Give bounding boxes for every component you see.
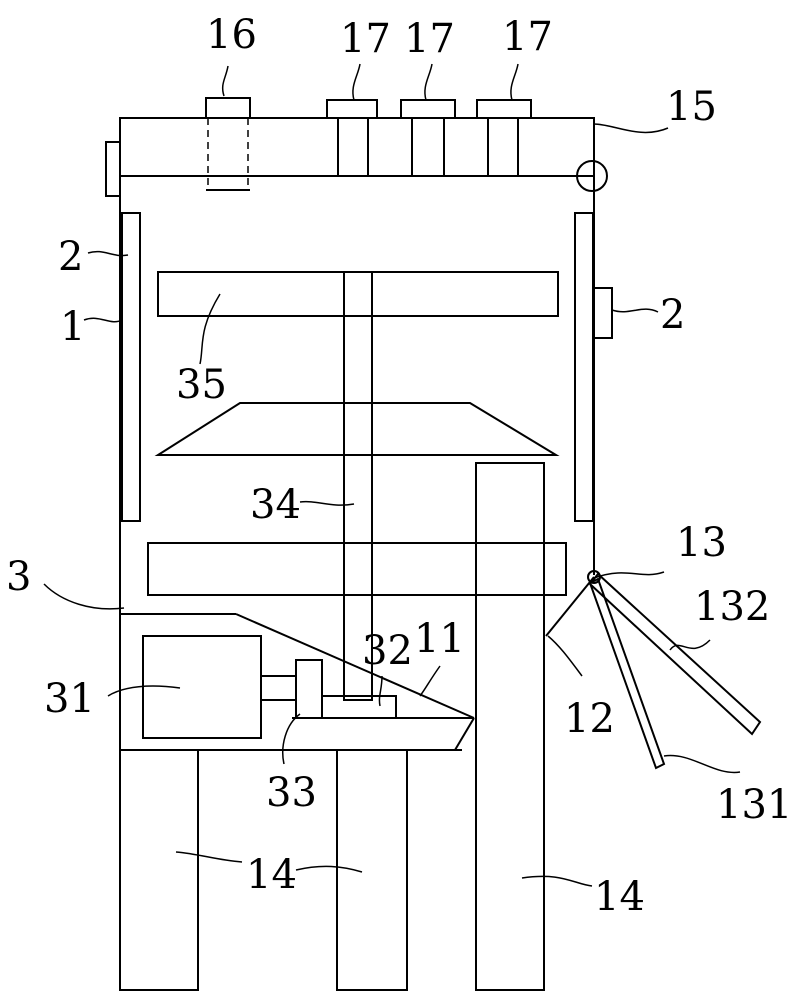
label-baffle: 12 bbox=[564, 696, 615, 742]
label-top-cover: 15 bbox=[666, 84, 717, 130]
port-row bbox=[326, 99, 532, 176]
label-coupling: 33 bbox=[266, 770, 317, 816]
coupling bbox=[261, 659, 323, 719]
label-window-right: 2 bbox=[660, 292, 685, 338]
label-window-left: 2 bbox=[58, 234, 83, 280]
blade-trapezoid bbox=[154, 402, 560, 456]
inlet-pipe bbox=[205, 97, 251, 191]
leg-middle bbox=[336, 749, 408, 991]
leg-right bbox=[475, 462, 545, 991]
label-port-b: 17 bbox=[404, 16, 455, 62]
label-gearbox: 32 bbox=[362, 628, 413, 674]
leader-lines bbox=[43, 63, 741, 887]
label-door-plate: 132 bbox=[694, 584, 770, 630]
leg-left bbox=[119, 749, 199, 991]
shaft bbox=[343, 271, 373, 701]
motor bbox=[142, 635, 262, 739]
label-door: 13 bbox=[676, 520, 727, 566]
top-cover bbox=[105, 117, 608, 197]
gearbox bbox=[321, 695, 397, 719]
label-inlet: 16 bbox=[206, 12, 257, 58]
label-hopper: 11 bbox=[414, 616, 465, 662]
label-drive-unit: 3 bbox=[6, 554, 31, 600]
window-left bbox=[121, 212, 141, 522]
label-housing: 1 bbox=[60, 304, 85, 350]
door-rod bbox=[588, 577, 666, 770]
label-door-rod: 131 bbox=[716, 782, 792, 828]
label-blade: 35 bbox=[176, 362, 227, 408]
window-tab bbox=[593, 287, 613, 339]
blade-upper bbox=[157, 271, 559, 317]
label-motor: 31 bbox=[44, 676, 95, 722]
label-leg-left: 14 bbox=[246, 852, 297, 898]
label-port-c: 17 bbox=[502, 14, 553, 60]
label-leg-right: 14 bbox=[594, 874, 645, 920]
label-shaft: 34 bbox=[250, 482, 301, 528]
reference-labels: 16 17 17 17 15 2 1 2 35 34 13 3 132 32 1… bbox=[6, 12, 792, 920]
blade-lower bbox=[147, 542, 567, 596]
window-right bbox=[574, 212, 594, 522]
label-port-a: 17 bbox=[340, 16, 391, 62]
